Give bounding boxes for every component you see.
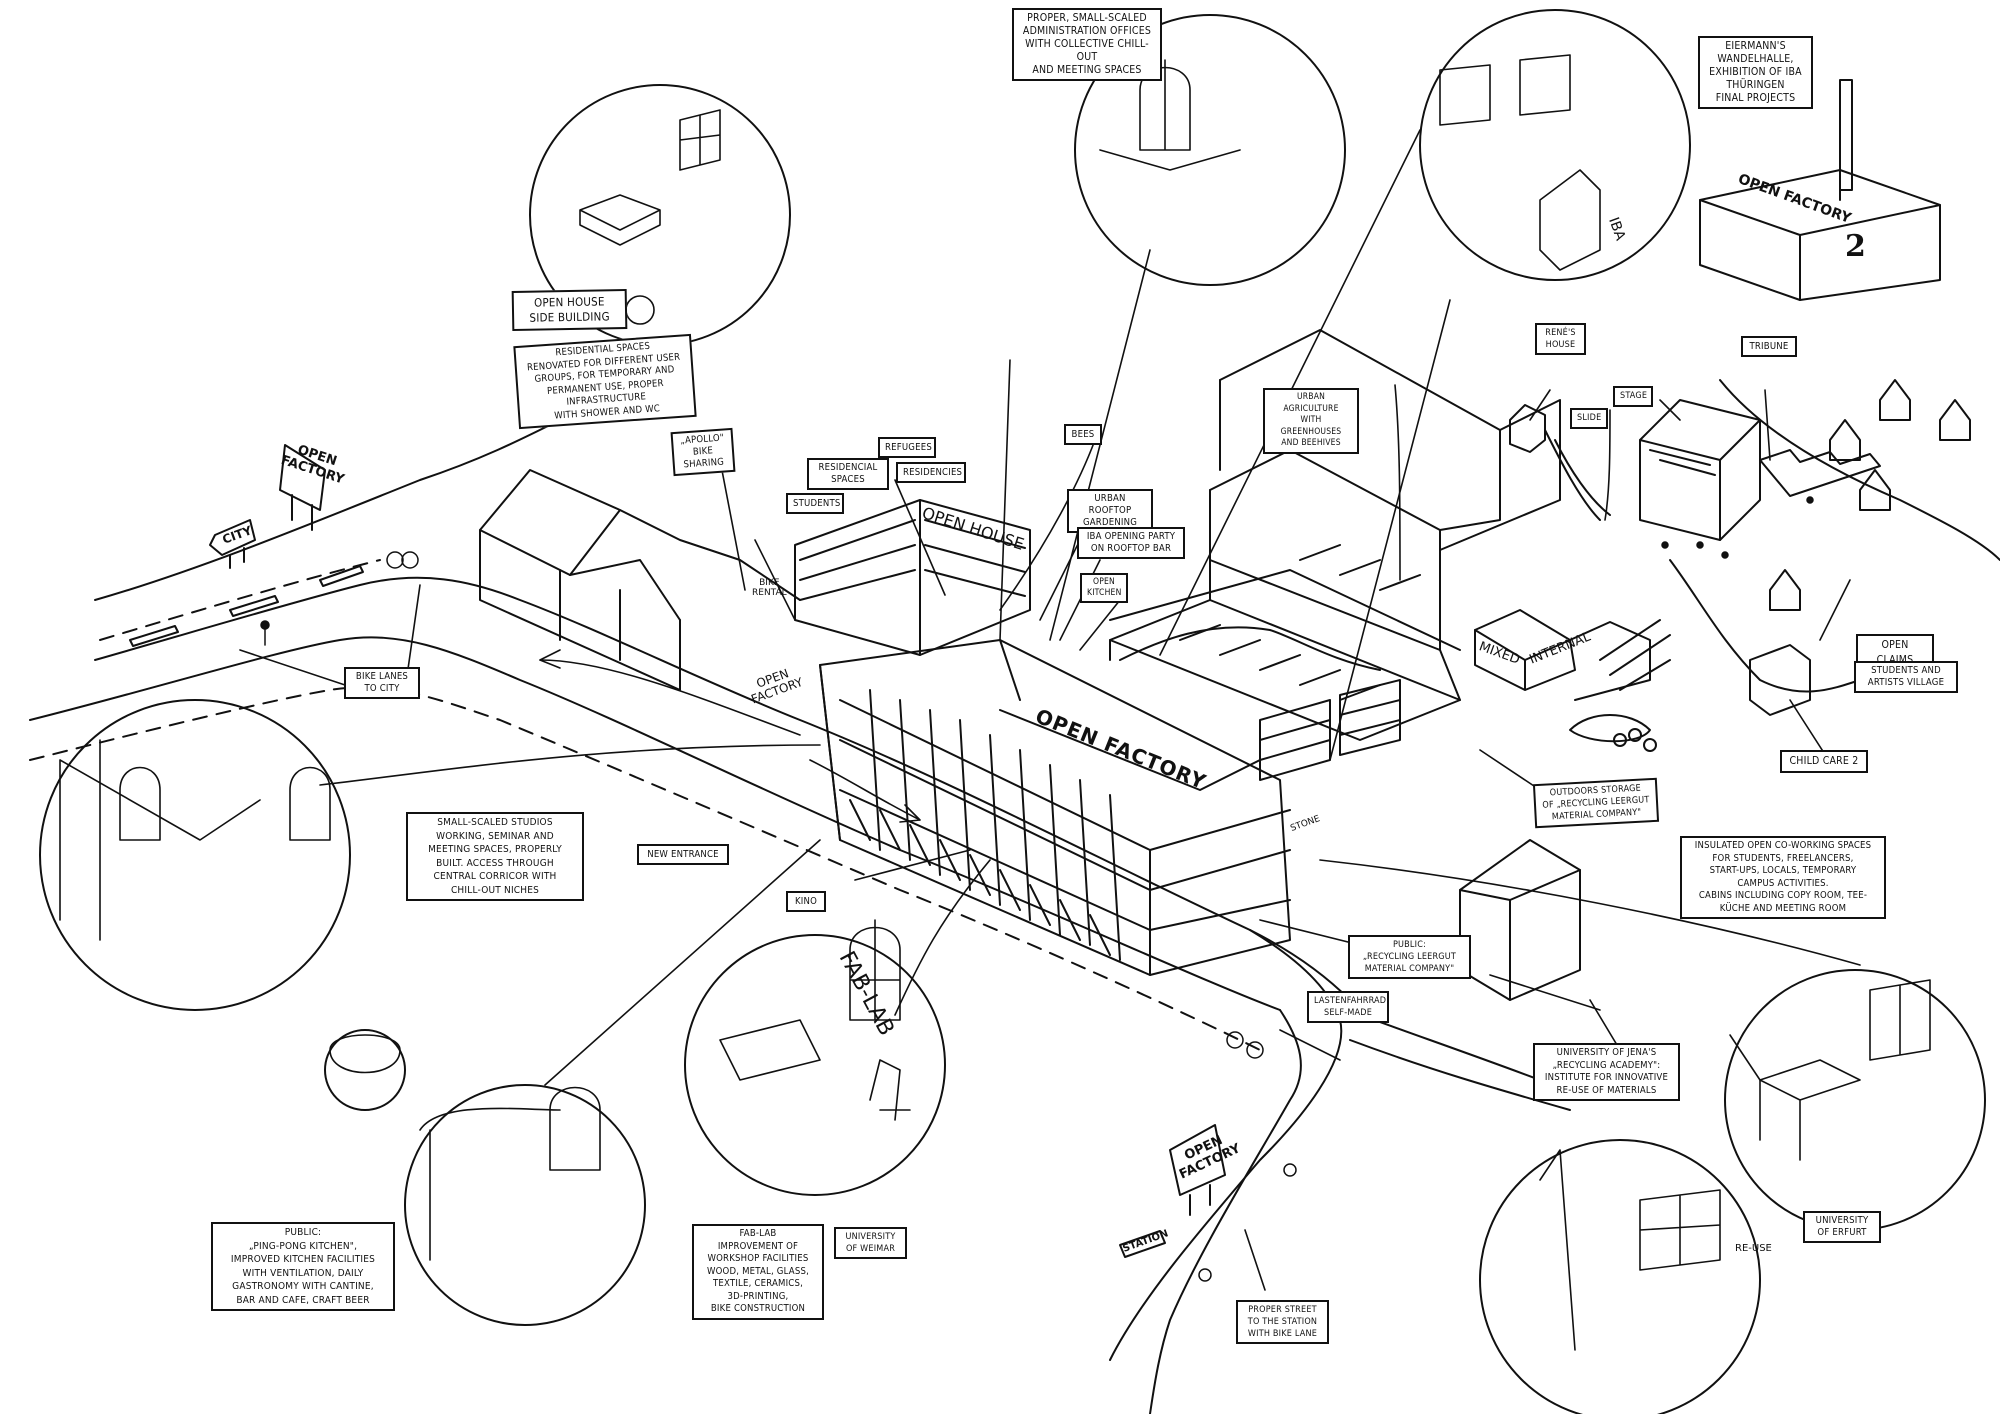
vignette-distillery (324, 1029, 406, 1111)
sign-city (209, 519, 256, 569)
road-direction-arrows (539, 649, 921, 823)
urban-agriculture-field (1109, 544, 1461, 701)
outdoor-storage-shelves (1259, 679, 1401, 781)
label-child-care-2: CHILD CARE 2 (1780, 750, 1868, 773)
vignette-exhibition (1419, 9, 1691, 281)
label-students-artists-village: STUDENTS AND ARTISTS VILLAGE (1854, 661, 1958, 693)
sign-open-factory-station (1169, 1124, 1226, 1216)
vignette-admin-offices (1074, 14, 1346, 286)
label-proper-street: PROPER STREET TO THE STATION WITH BIKE L… (1236, 1300, 1329, 1344)
label-small-scaled-studios: SMALL-SCALED STUDIOS WORKING, SEMINAR AN… (406, 812, 584, 901)
renes-house (1509, 404, 1611, 521)
label-ping-pong-kitchen: PUBLIC: „PING-PONG KITCHEN", IMPROVED KI… (211, 1222, 395, 1311)
label-eiermann-wandelhalle: EIERMANN'S WANDELHALLE, EXHIBITION OF IB… (1698, 36, 1813, 109)
open-house-side-building (479, 469, 801, 691)
label-urban-rooftop-gardening: URBAN ROOFTOP GARDENING (1067, 489, 1153, 533)
label-admin-offices: PROPER, SMALL-SCALED ADMINISTRATION OFFI… (1012, 8, 1162, 81)
label-urban-agriculture: URBAN AGRICULTURE WITH GREENHOUSES AND B… (1263, 388, 1359, 454)
label-slide: SLIDE (1570, 408, 1608, 429)
vignette-studios (39, 699, 351, 1011)
label-public-recycling-company: PUBLIC: „RECYCLING LEERGUT MATERIAL COMP… (1348, 935, 1471, 979)
leader-lines (239, 129, 1861, 1291)
label-students: STUDENTS (786, 493, 844, 514)
label-university-of-erfurt: UNIVERSITY OF ERFURT (1803, 1211, 1881, 1243)
people-figures (260, 496, 1814, 1282)
label-university-of-jena: UNIVERSITY OF JENA'S „RECYCLING ACADEMY"… (1533, 1043, 1680, 1101)
sign-text-re-use: RE-USE (1735, 1243, 1772, 1254)
label-bees: BEES (1064, 424, 1102, 445)
coworking-shed (1459, 839, 1581, 1001)
label-renes-house: RENÉ'S HOUSE (1535, 323, 1586, 355)
open-factory-2-building (1699, 79, 1941, 301)
label-residencies: RESIDENCIES (896, 462, 966, 483)
label-lastenfahrrad: LASTENFAHRRAD SELF-MADE (1307, 991, 1389, 1023)
label-residencial-spaces: RESIDENCIAL SPACES (807, 458, 889, 490)
material-piles (1569, 619, 1671, 752)
open-house-building (794, 499, 1031, 656)
label-university-of-weimar: UNIVERSITY OF WEIMAR (834, 1227, 907, 1259)
label-refugees: REFUGEES (878, 437, 936, 458)
label-coworking-spaces: INSULATED OPEN CO-WORKING SPACES FOR STU… (1680, 836, 1886, 919)
vignette-fablab (684, 934, 946, 1196)
vignette-kitchen (404, 1084, 646, 1326)
sign-text-open-factory-2-number: 2 (1845, 229, 1866, 264)
label-residential-description: RESIDENTIAL SPACES RENOVATED FOR DIFFERE… (513, 333, 697, 430)
open-factory-building (819, 639, 1291, 976)
label-iba-opening-party: IBA OPENING PARTY ON ROOFTOP BAR (1077, 527, 1185, 559)
vignette-recycling-academy (1479, 1139, 1761, 1414)
label-tribune: TRIBUNE (1741, 336, 1797, 357)
sign-text-bike-rental: BIKE RENTAL (752, 578, 787, 598)
village-houses (1669, 379, 2000, 693)
label-outdoor-storage: OUTDOORS STORAGE OF „RECYCLING LEERGUT M… (1532, 777, 1660, 829)
label-apollo-bike-sharing: „APOLLO" BIKE SHARING (670, 427, 736, 477)
label-open-house-side-building: OPEN HOUSE SIDE BUILDING (511, 288, 628, 332)
label-kino: KINO (786, 891, 826, 912)
label-open-kitchen: OPEN KITCHEN (1080, 573, 1128, 603)
label-stage: STAGE (1613, 386, 1653, 407)
sign-open-factory-road (279, 444, 326, 531)
stage (1639, 399, 1761, 541)
child-care-building (1749, 644, 1811, 716)
road-markings (129, 565, 364, 647)
sign-station (1119, 1230, 1166, 1258)
vignette-erfurt-office (1724, 969, 1986, 1231)
label-fablab: FAB-LAB IMPROVEMENT OF WORKSHOP FACILITI… (692, 1224, 824, 1320)
vignette-interior-sketches (59, 54, 1931, 1351)
tribune (1759, 449, 1881, 497)
label-new-entrance: NEW ENTRANCE (637, 844, 729, 865)
rear-warehouses (1109, 329, 1561, 741)
label-bike-lanes-to-city: BIKE LANES TO CITY (344, 667, 420, 699)
